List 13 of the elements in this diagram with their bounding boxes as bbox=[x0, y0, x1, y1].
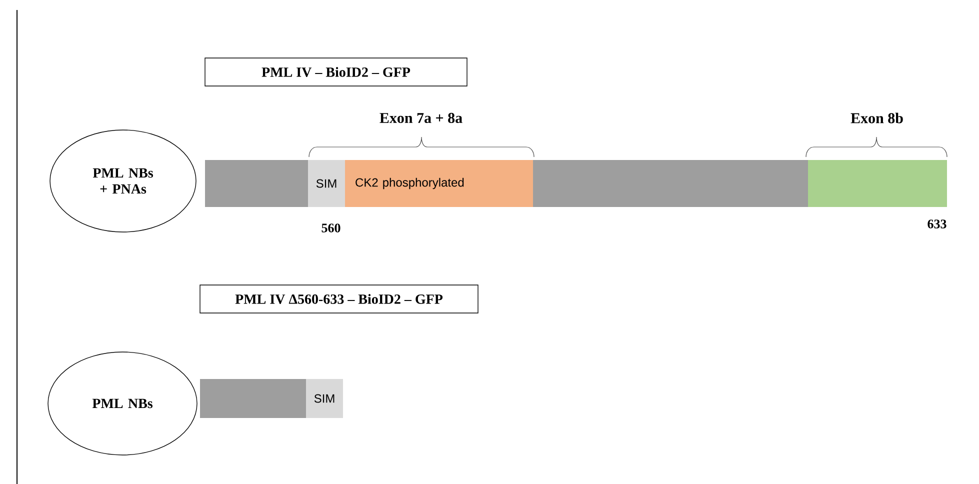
residue-number: 633 bbox=[928, 220, 946, 228]
exon-label: Exon 8b bbox=[850, 112, 903, 124]
residue-number: 560 bbox=[322, 224, 340, 232]
protein-domain-bar bbox=[808, 160, 947, 207]
protein-domain-bar bbox=[533, 160, 808, 207]
protein-domain-bar bbox=[200, 378, 306, 418]
exon-label: Exon 7a + 8a bbox=[380, 112, 462, 124]
protein-domain-bar: SIM bbox=[306, 378, 343, 418]
construct-label-box: PML IV Δ560-633 – BioID2 – GFP bbox=[200, 284, 478, 314]
protein-domain-bar bbox=[205, 160, 308, 207]
protein-domain-bar: CK2 phosphorylated bbox=[345, 160, 533, 207]
construct-label-box: PML IV – BioID2 – GFP bbox=[204, 58, 468, 86]
protein-domain-bar: SIM bbox=[308, 160, 345, 207]
